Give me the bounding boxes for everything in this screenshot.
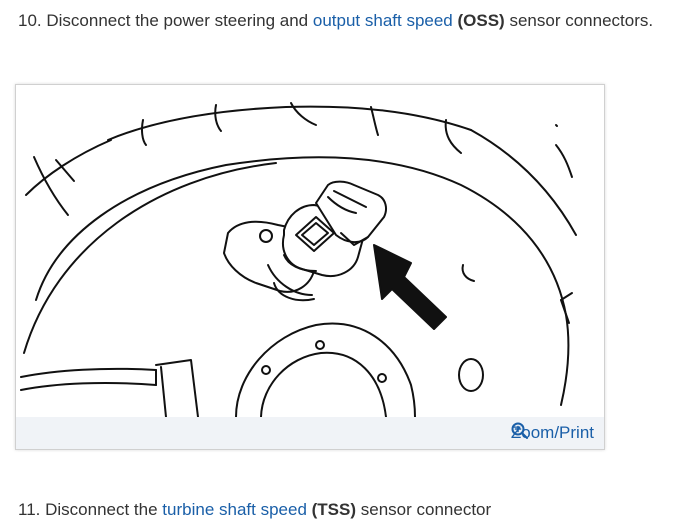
step-10-text: 10. Disconnect the power steering and ou…	[18, 10, 653, 32]
tss-abbreviation: (TSS)	[311, 500, 357, 519]
turbine-shaft-speed-link[interactable]: turbine shaft speed	[162, 500, 307, 519]
step-number: 11.	[18, 500, 41, 519]
zoom-bar: Zoom/Print	[16, 417, 604, 449]
step-text-before: Disconnect the	[45, 500, 158, 519]
magnifier-plus-icon	[511, 422, 528, 439]
oss-sensor-figure: Zoom/Print	[15, 84, 605, 450]
oss-sensor-illustration	[20, 102, 577, 417]
zoom-print-label: Zoom/Print	[510, 423, 594, 442]
step-text-before: Disconnect the power steering and	[46, 11, 309, 30]
step-text-after: sensor connector	[360, 500, 492, 519]
oss-abbreviation: (OSS)	[457, 11, 505, 30]
step-text-after: sensor connectors.	[509, 11, 654, 30]
step-number: 10.	[18, 11, 42, 30]
zoom-print-link[interactable]: Zoom/Print	[511, 422, 594, 444]
output-shaft-speed-link[interactable]: output shaft speed	[312, 11, 453, 30]
step-11-text: 11. Disconnect the turbine shaft speed (…	[18, 499, 491, 521]
